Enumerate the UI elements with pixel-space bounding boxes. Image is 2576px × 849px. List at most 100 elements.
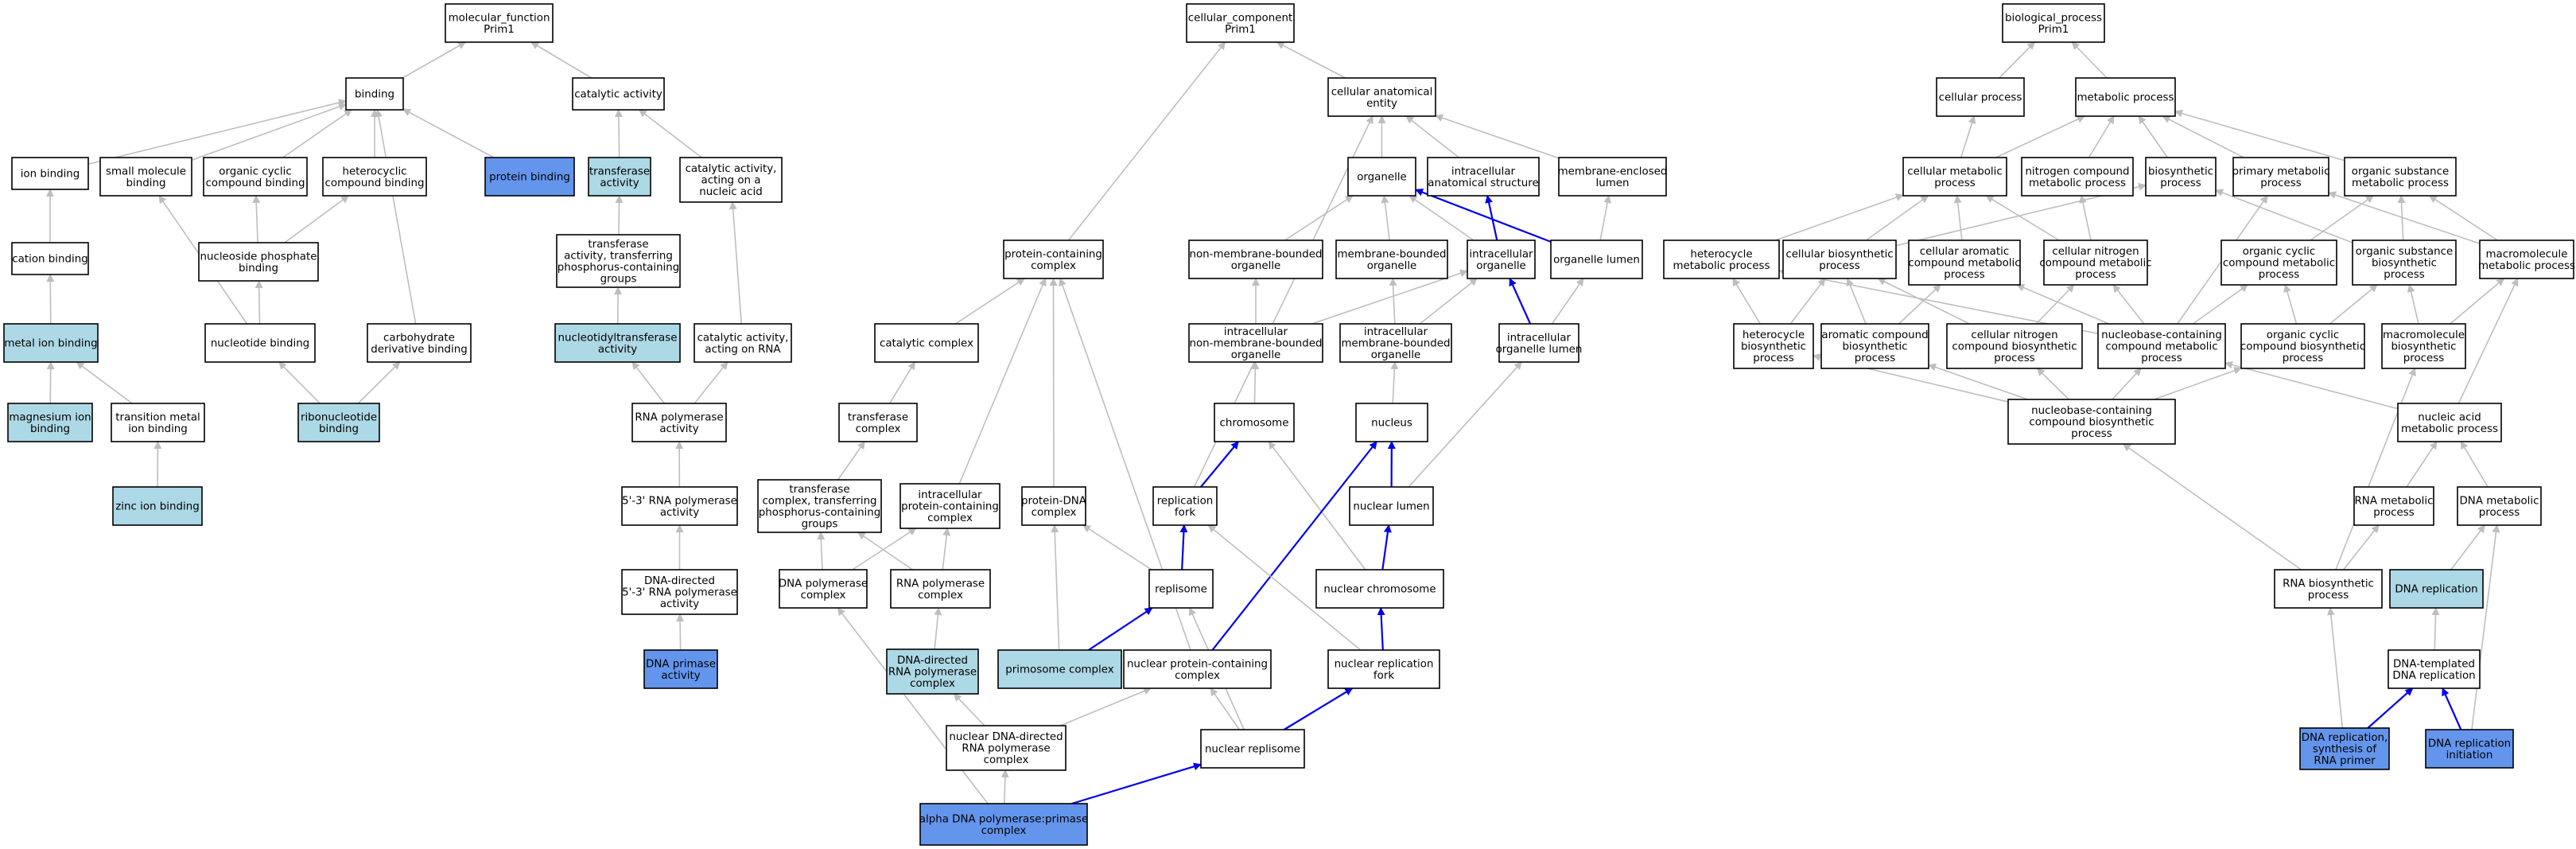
go-term-node-inmbo[interactable]: intracellularnon-membrane-boundedorganel… [1188,323,1323,363]
go-term-node-met_proc[interactable]: metabolic process [2075,77,2176,117]
node-label-line: primosome complex [1005,664,1113,676]
go-term-node-metal_ion[interactable]: metal ion binding [3,323,99,363]
go-term-node-nuc_lumen[interactable]: nuclear lumen [1349,486,1434,526]
go-term-node-catalytic[interactable]: catalytic activity [572,77,665,111]
go-term-node-dnarep[interactable]: DNA replication [2389,569,2484,609]
node-box [1148,569,1214,609]
go-term-node-binding[interactable]: binding [345,77,404,111]
edge-acbp-to-cacmp [1898,284,1941,325]
edge-ndd_rnapol-to-dd_rnapol_cx [953,693,985,726]
go-term-node-nucleus[interactable]: nucleus [1355,403,1428,442]
node-box [2479,240,2574,279]
node-label-line: transition metal [115,411,200,423]
go-term-node-cation_binding[interactable]: cation binding [11,242,89,275]
go-term-node-ion_binding[interactable]: ion binding [11,157,89,190]
edge-mbp-to-mmp [2450,278,2505,325]
node-box [2352,240,2457,286]
go-term-node-nuc_chrom[interactable]: nuclear chromosome [1315,569,1444,609]
go-term-node-chromosome[interactable]: chromosome [1214,403,1295,442]
go-term-node-cat_complex[interactable]: catalytic complex [874,323,979,363]
go-term-node-organelle[interactable]: organelle [1347,157,1416,197]
go-term-node-cat_rna[interactable]: catalytic activity,acting on RNA [694,323,792,363]
go-term-node-cell_proc[interactable]: cellular process [1936,77,2025,117]
go-term-node-primosome[interactable]: primosome complex [997,649,1122,689]
edge-transferase_act-to-catalytic [614,109,623,158]
node-label-line: nucleic acid [699,186,762,198]
node-box [345,77,404,111]
go-term-node-nuc_replisome[interactable]: nuclear replisome [1200,729,1305,769]
go-term-node-protein_binding[interactable]: protein binding [484,157,575,197]
go-term-node-ol[interactable]: organelle lumen [1550,240,1643,279]
go-term-node-replisome[interactable]: replisome [1148,569,1214,609]
go-term-node-nucleotide_binding[interactable]: nucleotide binding [204,323,316,363]
go-term-node-zinc[interactable]: zinc ion binding [112,486,203,526]
